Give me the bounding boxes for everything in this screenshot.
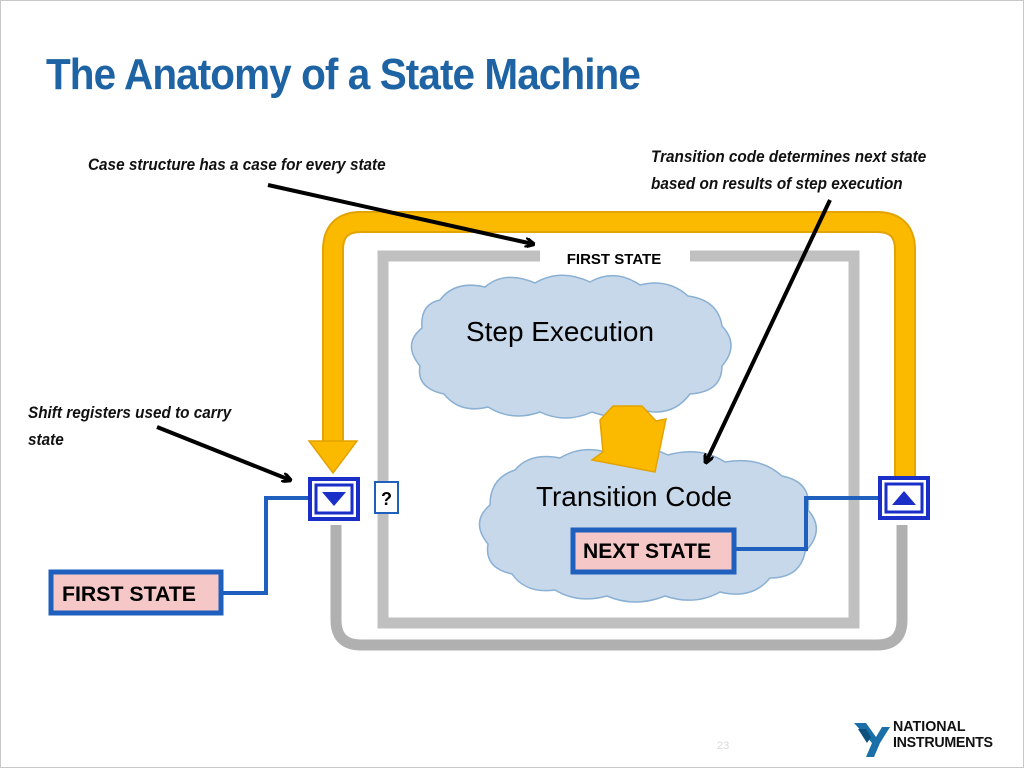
step-execution-label: Step Execution: [466, 316, 654, 347]
callout-case-structure: Case structure has a case for every stat…: [88, 155, 386, 174]
callout-arrow-shift-registers: [156, 425, 290, 480]
page-number: 23: [717, 740, 730, 752]
logo-text-line2: INSTRUMENTS: [893, 734, 993, 751]
callout-shift-registers-line2: state: [28, 430, 64, 449]
callout-arrow-transition-code: [706, 199, 832, 462]
case-selector-terminal: [374, 481, 399, 514]
while-loop-frame-bottom: [330, 525, 908, 651]
national-instruments-eagle-icon: [854, 723, 890, 757]
callout-shift-registers: Shift registers used to carry state: [28, 399, 231, 453]
callout-transition-code: Transition code determines next state ba…: [651, 143, 926, 197]
shift-register-right-inner: [884, 482, 924, 514]
loop-wire-fill: [324, 213, 914, 478]
initial-state-wire: [223, 496, 308, 595]
callout-transition-code-line2: based on results of step execution: [651, 174, 903, 193]
next-state-wire: [736, 496, 882, 551]
callout-transition-code-line1: Transition code determines next state: [651, 147, 927, 166]
callout-arrow-case-structure: [267, 183, 533, 244]
shift-register-down-icon: [322, 492, 346, 506]
transition-code-label: Transition Code: [536, 481, 732, 512]
step-execution-cloud: [410, 274, 732, 419]
callout-shift-registers-line1: Shift registers used to carry: [28, 403, 232, 422]
national-instruments-logo: NATIONAL INSTRUMENTS: [852, 716, 1017, 762]
case-selector-label: FIRST STATE: [567, 251, 661, 268]
loop-wire-arrowhead: [307, 440, 359, 475]
next-state-constant: [570, 527, 737, 575]
case-selector-terminal-symbol: ?: [381, 489, 392, 509]
logo-text: NATIONAL INSTRUMENTS: [893, 719, 993, 751]
case-selector-gap: [540, 245, 690, 267]
logo-text-line1: NATIONAL: [893, 718, 966, 735]
shift-register-up-icon: [892, 491, 916, 505]
slide-title: The Anatomy of a State Machine: [46, 50, 641, 99]
first-state-constant: [48, 569, 224, 616]
step-to-transition-arrow: [590, 405, 667, 473]
next-state-text: NEXT STATE: [583, 540, 711, 563]
first-state-text: FIRST STATE: [62, 583, 196, 606]
